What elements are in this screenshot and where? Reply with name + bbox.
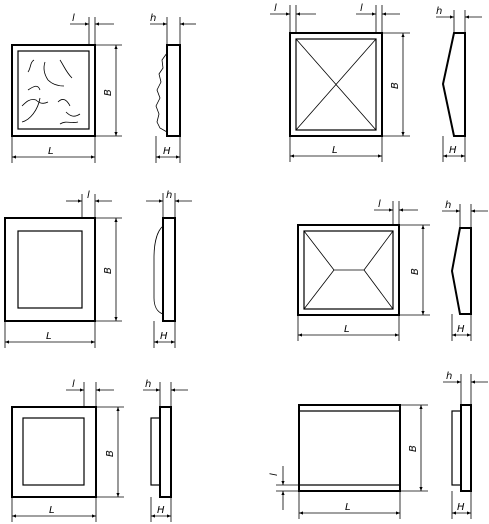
panel-4-front-dimensions: l B L <box>297 199 430 341</box>
panel-4-side-view <box>450 227 472 315</box>
dim-label: h <box>150 13 156 24</box>
dim-label: l <box>378 199 381 210</box>
panel-2-side-dimensions: h H <box>436 6 482 162</box>
dim-label: l <box>72 379 75 390</box>
dim-label: l <box>269 473 280 476</box>
panel-2: l l B L h H <box>270 3 482 162</box>
dim-label: B <box>390 82 401 89</box>
panel-2-side-view <box>441 32 466 137</box>
dim-label: L <box>49 505 55 516</box>
dim-label: H <box>160 331 168 342</box>
dim-label: B <box>103 267 114 274</box>
panel-4-side-dimensions: h H <box>442 200 488 341</box>
dim-label: B <box>105 450 116 457</box>
panel-5: l B L h H <box>11 379 188 522</box>
dim-label: l <box>274 3 277 14</box>
dim-label: B <box>410 268 421 275</box>
dim-label: h <box>445 200 451 211</box>
dim-label: H <box>457 502 465 513</box>
dim-label: h <box>436 6 442 17</box>
dim-label: H <box>163 146 171 157</box>
panel-4: l B L h H <box>297 199 488 341</box>
panel-6-front-dimensions: l B L <box>269 404 428 519</box>
dim-label: L <box>332 145 338 156</box>
panel-4-front-view <box>297 224 400 316</box>
dim-label: B <box>408 445 419 452</box>
panel-2-front-view <box>289 32 383 137</box>
panel-2-front-dimensions: l l B L <box>270 3 410 162</box>
panel-3: l B L h H <box>4 190 192 348</box>
panel-1-side-view <box>155 44 181 137</box>
panel-6-side-view <box>451 404 472 492</box>
dim-label: H <box>157 505 165 516</box>
panel-5-side-view <box>150 406 172 498</box>
dim-label: B <box>103 89 114 96</box>
panel-1-front-view <box>11 44 96 137</box>
dim-label: l <box>72 13 75 24</box>
dim-label: h <box>145 379 151 390</box>
panel-1-front-dimensions: l B L <box>11 13 122 163</box>
dim-label: L <box>345 502 351 513</box>
dim-label: H <box>449 145 457 156</box>
panel-5-front-dimensions: l B L <box>11 379 124 522</box>
dim-label: h <box>446 371 452 382</box>
panel-3-side-dimensions: h H <box>146 190 192 348</box>
panel-5-front-view <box>11 406 97 498</box>
dim-label: L <box>46 331 52 342</box>
panel-3-front-view <box>4 217 96 322</box>
panel-5-side-dimensions: h H <box>143 379 188 522</box>
dim-label: l <box>87 190 90 201</box>
panel-6-front-view <box>298 404 401 492</box>
panel-1-side-dimensions: h H <box>150 13 196 163</box>
panel-3-side-view <box>153 217 176 322</box>
panel-6-side-dimensions: h H <box>443 371 488 519</box>
dim-label: L <box>344 324 350 335</box>
dim-label: h <box>166 190 172 201</box>
panel-3-front-dimensions: l B L <box>4 190 122 348</box>
panel-6: l B L h H <box>269 371 488 519</box>
dim-label: H <box>457 324 465 335</box>
dim-label: l <box>360 3 363 14</box>
dim-label: L <box>48 146 54 157</box>
panel-1: l B L h H <box>11 13 196 163</box>
